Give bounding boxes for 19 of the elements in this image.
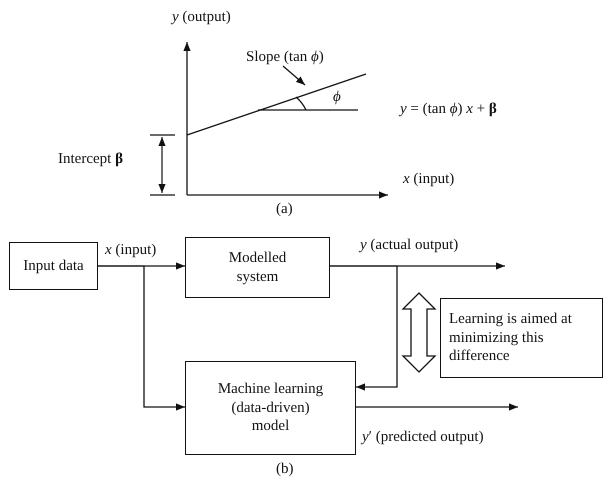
equation: y = (tan ϕ) x + β [400,100,497,118]
leader-line [282,65,306,86]
slope-label: Slope (tan ϕ) [246,48,324,66]
process-box: Input data [9,242,98,290]
intercept-label: Intercept β [58,150,123,168]
axis-label: y (output) [172,8,231,26]
panel-label: (b) [276,460,294,478]
arrow [330,265,398,391]
edge-label: x (input) [105,241,156,259]
arrow [356,403,518,411]
axis-label: x (input) [403,170,454,188]
note-box: Learning is aimed at minimizing this difference [440,298,603,378]
process-box: Machine learning (data-driven) model [185,361,356,455]
edge-label: y (actual output) [360,236,458,254]
edge-label: y′ (predicted output) [362,428,484,446]
angle-label: ϕ [333,88,341,106]
panel-label: (a) [276,200,293,218]
process-box: Modelled system [185,237,330,298]
arrow [98,265,185,411]
